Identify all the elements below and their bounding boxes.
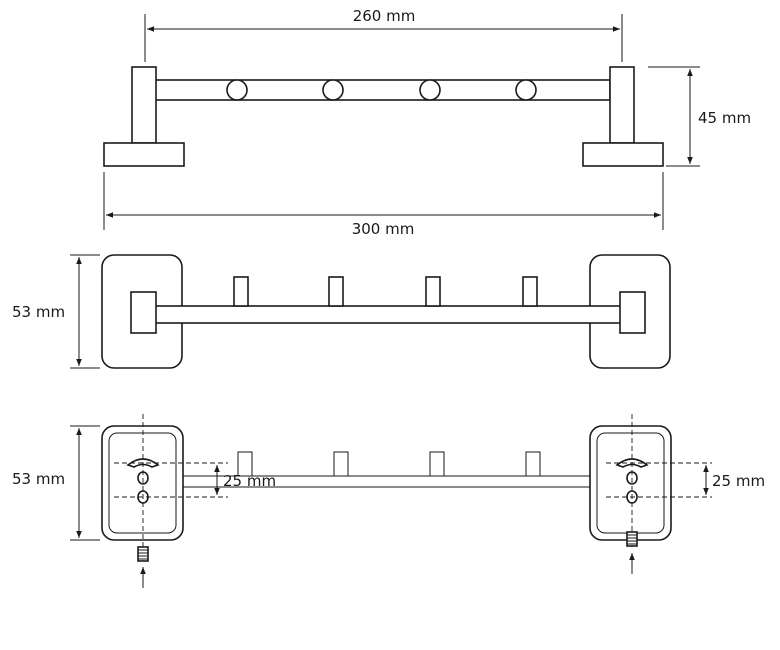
left-screw bbox=[137, 546, 149, 588]
mount-hook-tab-2 bbox=[333, 451, 349, 477]
dim-label-53-plan: 53 mm bbox=[12, 303, 65, 321]
plan-view: 53 mm bbox=[12, 254, 671, 369]
left-keyhole-slot bbox=[126, 458, 160, 468]
dim-label-25-left: 25 mm bbox=[223, 472, 276, 490]
hook-tab-2 bbox=[328, 276, 344, 307]
hook-3 bbox=[419, 79, 441, 101]
hook-tab-4 bbox=[522, 276, 538, 307]
hook-tab-3 bbox=[425, 276, 441, 307]
mount-hook-tab-4 bbox=[525, 451, 541, 477]
dim-label-300: 300 mm bbox=[352, 220, 415, 238]
dim-label-260: 260 mm bbox=[353, 7, 416, 25]
dim-label-25-right: 25 mm bbox=[712, 472, 765, 490]
hook-2 bbox=[322, 79, 344, 101]
right-screw-body bbox=[626, 531, 638, 547]
right-post bbox=[609, 66, 635, 144]
right-post-plan bbox=[619, 291, 646, 334]
left-post bbox=[131, 66, 157, 144]
right-base bbox=[582, 142, 664, 167]
front-view: 260 mm 45 mm 300 mm bbox=[103, 7, 751, 238]
bar-plan bbox=[153, 305, 623, 324]
left-base bbox=[103, 142, 185, 167]
hook-1 bbox=[226, 79, 248, 101]
left-mount-inner bbox=[108, 432, 177, 534]
left-screw-body bbox=[137, 546, 149, 562]
mount-hook-tab-3 bbox=[429, 451, 445, 477]
mounting-view: 25 mm 25 mm 53 mm bbox=[12, 414, 765, 588]
hook-tab-1 bbox=[233, 276, 249, 307]
left-post-plan bbox=[130, 291, 157, 334]
mount-hook-tab-1 bbox=[237, 451, 253, 477]
dim-label-45: 45 mm bbox=[698, 109, 751, 127]
hook-4 bbox=[515, 79, 537, 101]
dim-label-53-mount: 53 mm bbox=[12, 470, 65, 488]
right-keyhole-slot bbox=[615, 458, 649, 468]
right-screw bbox=[626, 531, 638, 574]
left-mount-plate bbox=[101, 425, 184, 541]
bar bbox=[154, 79, 611, 101]
